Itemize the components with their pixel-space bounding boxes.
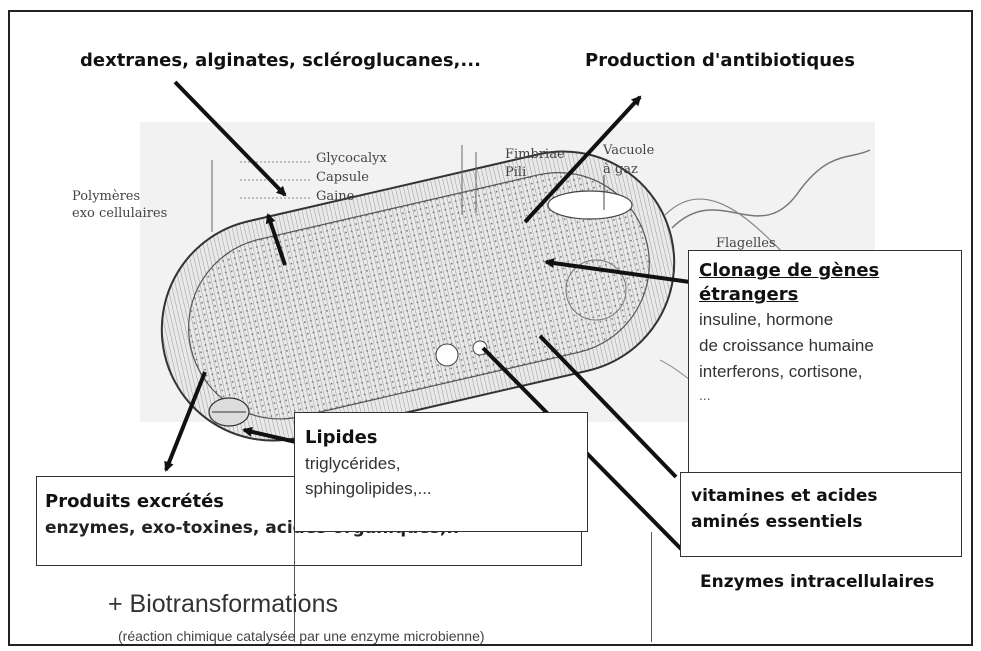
- cloning-box: Clonage de gènes étrangers insuline, hor…: [688, 250, 962, 475]
- biotransformations-title: + Biotransformations: [108, 590, 338, 619]
- vitamins-box: vitamines et acides aminés essentiels: [680, 472, 962, 557]
- glycocalyx-label: Glycocalyx: [316, 151, 387, 166]
- vitamins-line: aminés essentiels: [691, 509, 951, 535]
- granule: [436, 344, 458, 366]
- vacuole-label-line2: à gaz: [603, 162, 638, 177]
- vacuole-label-line1: Vacuole: [603, 143, 654, 158]
- cloning-title-line1: Clonage de gènes: [699, 259, 951, 283]
- polymers-label-line1: Polymères: [72, 189, 140, 204]
- lipids-line: triglycérides,: [305, 451, 577, 476]
- lipids-title: Lipides: [305, 425, 577, 451]
- gaine-label: Gaine: [316, 189, 354, 204]
- antibiotics-label: Production d'antibiotiques: [585, 50, 855, 71]
- enzymes-label: Enzymes intracellulaires: [700, 572, 934, 592]
- capsule-label: Capsule: [316, 170, 369, 185]
- cloning-line: ...: [699, 385, 951, 405]
- biotransformations-caption: (réaction chimique catalysée par une enz…: [118, 628, 485, 644]
- lipids-line: sphingolipides,...: [305, 476, 577, 501]
- pili-label: Pili: [505, 165, 526, 180]
- polysaccharides-label: dextranes, alginates, scléroglucanes,...: [80, 50, 481, 71]
- lower-frame: [294, 532, 652, 642]
- cloning-line: de croissance humaine: [699, 333, 951, 359]
- polymers-label-line2: exo cellulaires: [72, 206, 167, 221]
- gas-vacuole: [548, 191, 632, 219]
- lipids-box: Lipides triglycérides, sphingolipides,..…: [294, 412, 588, 532]
- cloning-line: interferons, cortisone,: [699, 359, 951, 385]
- fimbriae-label: Fimbriae: [505, 147, 565, 162]
- cloning-line: insuline, hormone: [699, 307, 951, 333]
- flagelles-label: Flagelles: [716, 236, 776, 251]
- cloning-title-line2: étrangers: [699, 283, 951, 307]
- vitamins-line: vitamines et acides: [691, 483, 951, 509]
